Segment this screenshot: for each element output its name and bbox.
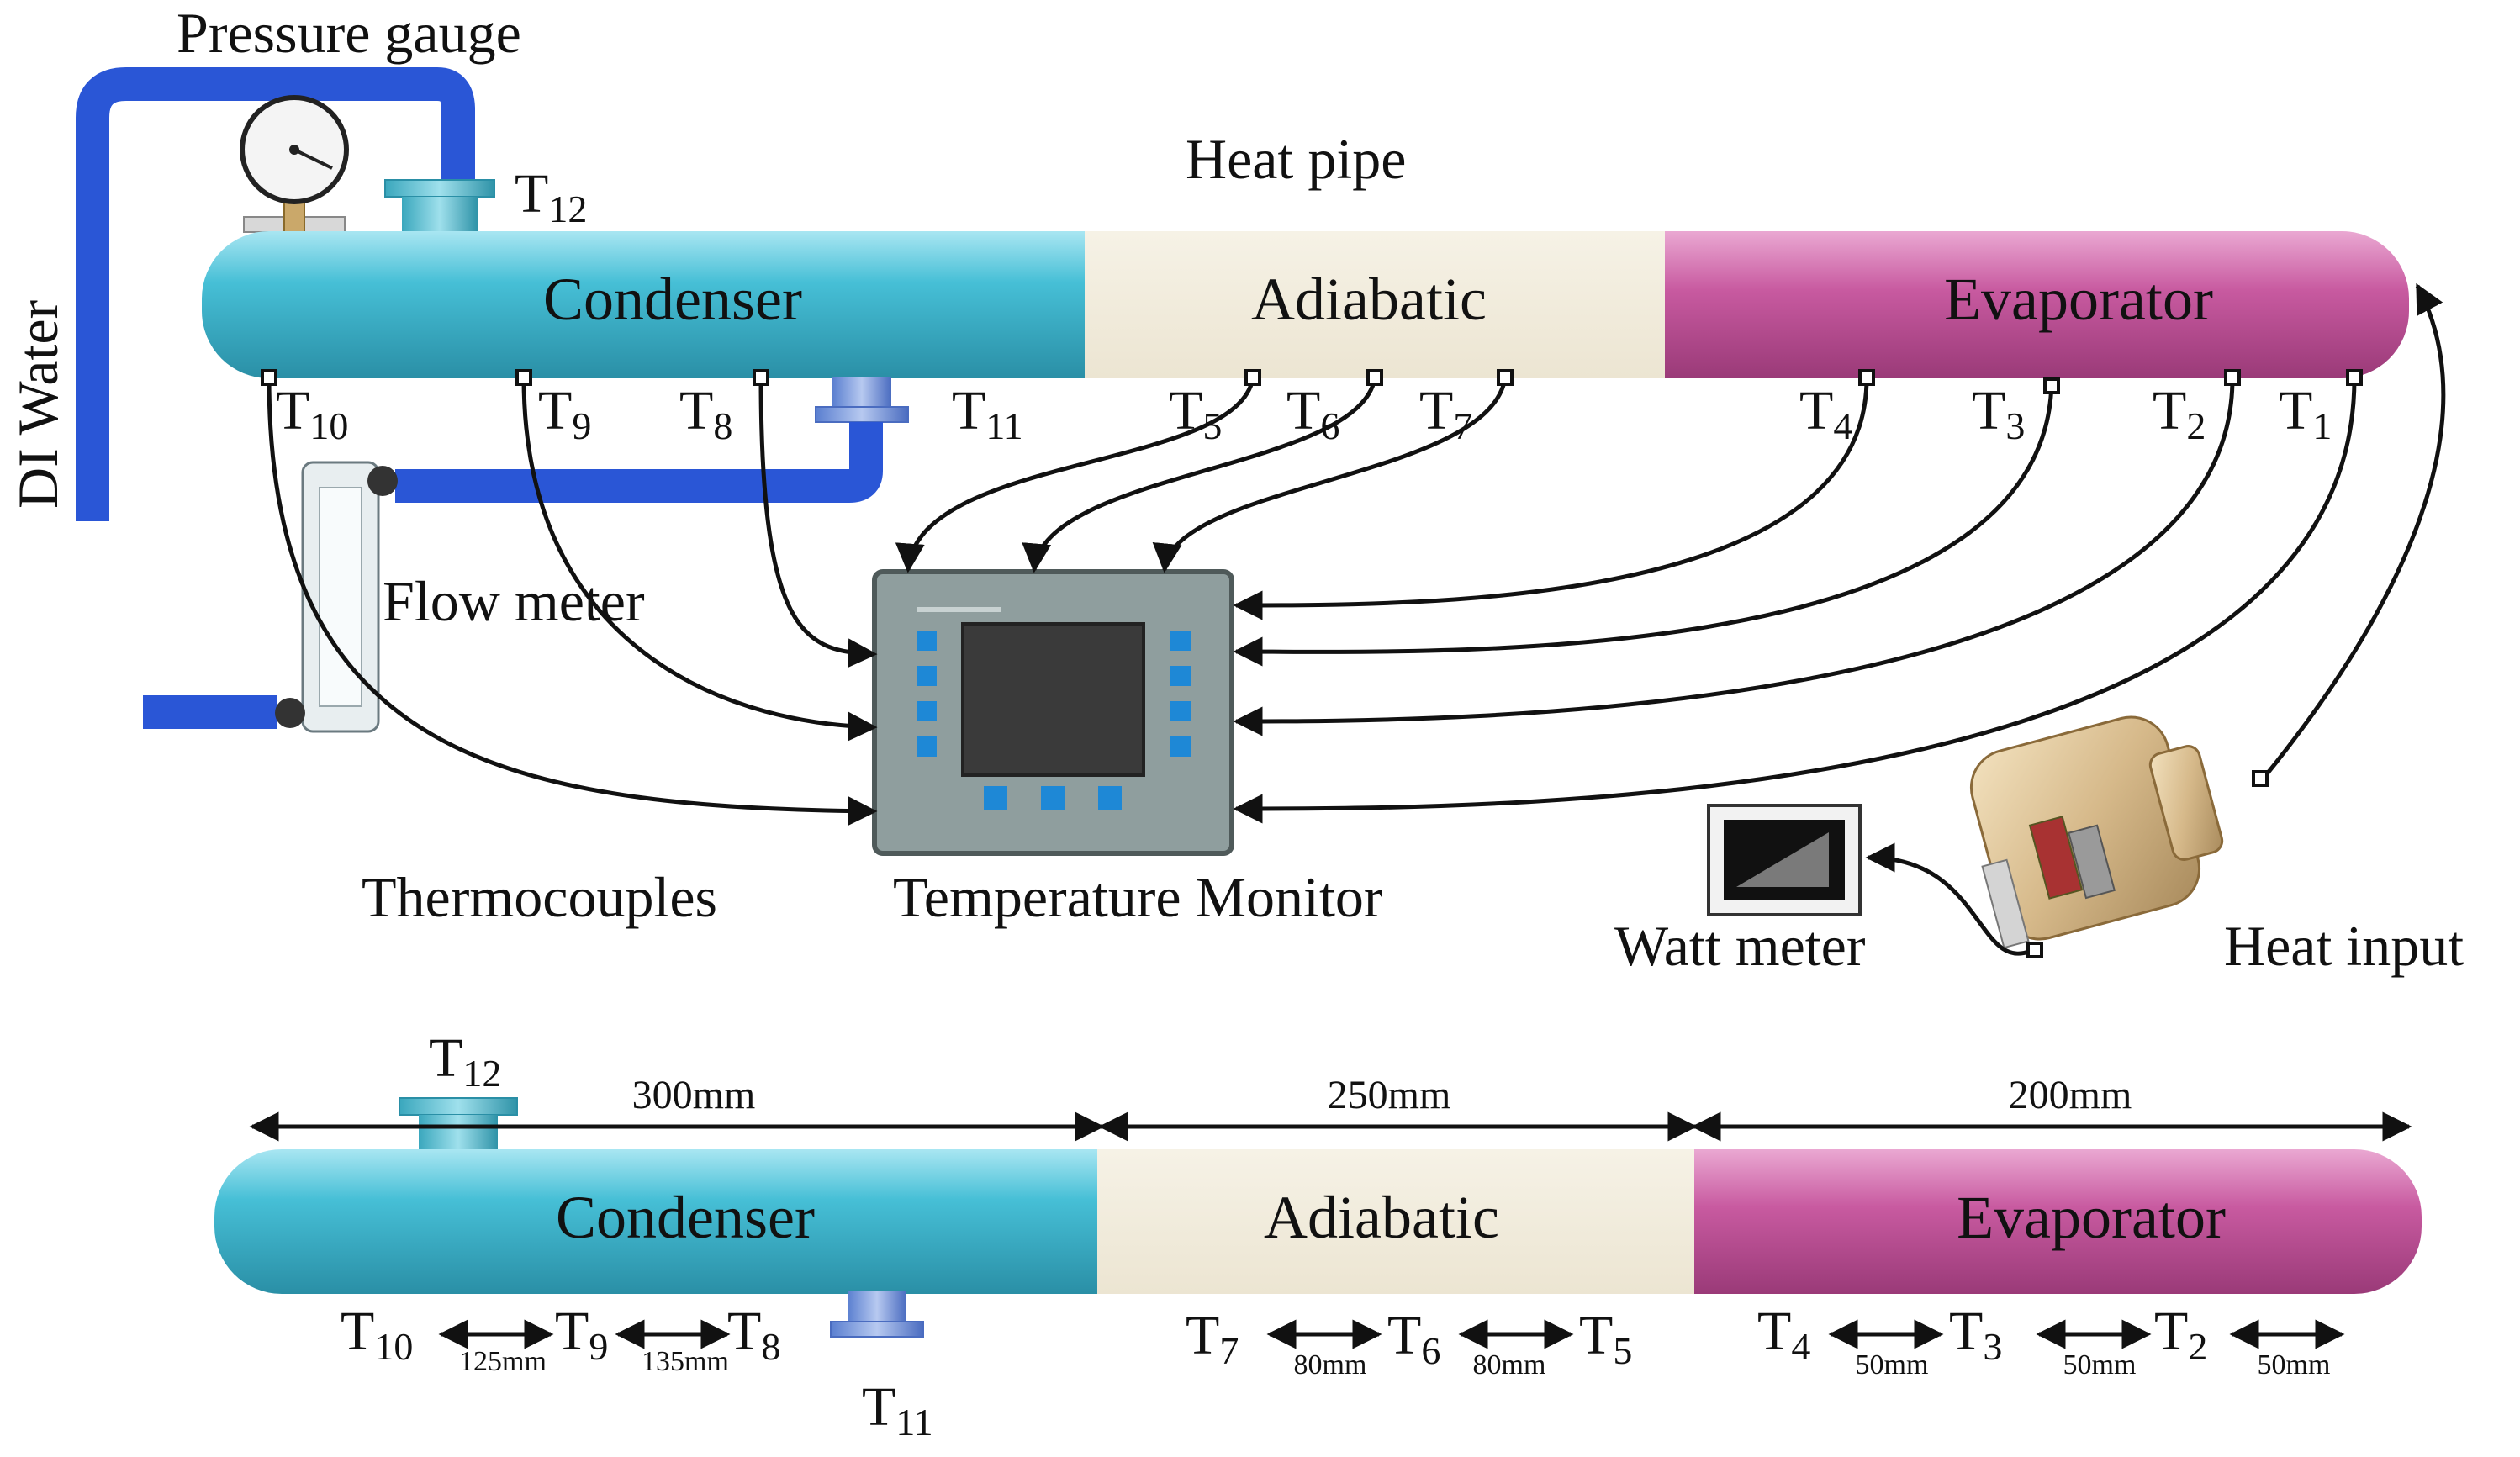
- adiabatic-label-top: Adiabatic: [1251, 266, 1487, 333]
- wire-t7: [1152, 377, 1508, 573]
- t7-label-top: T7: [1419, 380, 1472, 447]
- spacing-t6-t5: 80mm: [1473, 1349, 1546, 1380]
- t1-label-top: T1: [2279, 380, 2332, 447]
- pressure-gauge: [240, 95, 349, 261]
- t12-label-top: T12: [515, 163, 587, 230]
- watt-meter-label: Watt meter: [1614, 914, 1866, 978]
- wire-t4: [1233, 377, 1869, 620]
- t2-label-top: T2: [2153, 380, 2206, 447]
- pressure-gauge-label: Pressure gauge: [177, 1, 521, 65]
- di-water-label: DI Water: [6, 299, 70, 509]
- t4-label-bottom: T4: [1757, 1301, 1810, 1368]
- adiabatic-label-bottom: Adiabatic: [1264, 1184, 1499, 1251]
- t11-port: [815, 377, 909, 423]
- t10-label-top: T10: [276, 380, 348, 447]
- t9-label-top: T9: [538, 380, 591, 447]
- thermocouple-wires: [267, 282, 2446, 956]
- t3-label-top: T3: [1972, 380, 2025, 447]
- spacing-t9-t8: 135mm: [642, 1346, 729, 1377]
- t5-label-bottom: T5: [1579, 1305, 1632, 1372]
- evaporator-length-label: 200mm: [2009, 1073, 2132, 1117]
- thermocouples-label: Thermocouples: [362, 865, 717, 929]
- t12-label-bottom: T12: [429, 1027, 501, 1095]
- evaporator-label-bottom: Evaporator: [1957, 1184, 2226, 1251]
- t6-label-bottom: T6: [1387, 1305, 1440, 1372]
- watt-meter: [1707, 804, 1862, 916]
- spacing-t2-t1: 50mm: [2258, 1349, 2331, 1380]
- wire-t6: [1022, 377, 1377, 573]
- t9-label-bottom: T9: [555, 1301, 608, 1368]
- heat-pipe-label: Heat pipe: [1186, 127, 1406, 191]
- wire-t10: [267, 377, 878, 826]
- heat-input-label: Heat input: [2224, 914, 2464, 978]
- wire-heater-power: [2260, 282, 2446, 782]
- thermocouple-junctions: [261, 369, 2363, 958]
- thermocouple-labels-top: T12 T10 T9 T8 T11 T5 T6 T7 T4 T3 T2 T1: [276, 163, 2332, 447]
- di-water-line: [76, 67, 475, 521]
- t2-label-bottom: T2: [2154, 1301, 2207, 1368]
- spacing-t3-t2: 50mm: [2063, 1349, 2137, 1380]
- thermocouple-labels-bottom: T12 T10 T9 T8 T11 T7 T6 T5 T4 T3 T2: [341, 1027, 2207, 1444]
- coolant-return-line: [395, 422, 883, 503]
- t5-label-top: T5: [1169, 380, 1222, 447]
- t7-label-bottom: T7: [1186, 1305, 1239, 1372]
- wire-t1: [1233, 377, 2357, 824]
- heat-pipe-top: [202, 231, 2409, 378]
- spacing-t7-t6: 80mm: [1294, 1349, 1367, 1380]
- adiabatic-length-label: 250mm: [1328, 1073, 1451, 1117]
- evaporator-label-top: Evaporator: [1944, 266, 2213, 333]
- wire-watt-meter: [1865, 842, 2035, 956]
- wire-t3: [1233, 377, 2054, 667]
- heat-pipe-bottom: [214, 1149, 2422, 1294]
- wire-t5: [895, 377, 1255, 573]
- condenser-label-top: Condenser: [543, 266, 802, 333]
- temperature-monitor: [872, 569, 1234, 856]
- t8-label-top: T8: [679, 380, 732, 447]
- wire-t9: [521, 377, 878, 742]
- spacing-t4-t3: 50mm: [1856, 1349, 1929, 1380]
- wire-t8: [758, 377, 878, 668]
- temperature-monitor-label: Temperature Monitor: [893, 865, 1383, 929]
- t8-label-bottom: T8: [727, 1301, 780, 1368]
- condenser-label-bottom: Condenser: [556, 1184, 815, 1251]
- spacing-t10-t9: 125mm: [459, 1346, 547, 1377]
- heater: [1969, 715, 2224, 949]
- spacing-labels: 125mm 135mm 80mm 80mm 50mm 50mm 50mm: [459, 1346, 2330, 1380]
- t11-port-bottom: [830, 1291, 924, 1338]
- t11-label-top: T11: [952, 380, 1023, 447]
- t4-label-top: T4: [1799, 380, 1852, 447]
- t11-label-bottom: T11: [862, 1376, 933, 1444]
- flow-meter-label: Flow meter: [383, 569, 645, 633]
- flow-meter: [275, 461, 398, 733]
- t6-label-top: T6: [1286, 380, 1339, 447]
- t12-port: [384, 179, 495, 235]
- t10-label-bottom: T10: [341, 1301, 413, 1368]
- condenser-length-label: 300mm: [632, 1073, 756, 1117]
- wire-t2: [1233, 377, 2235, 736]
- t3-label-bottom: T3: [1949, 1301, 2002, 1368]
